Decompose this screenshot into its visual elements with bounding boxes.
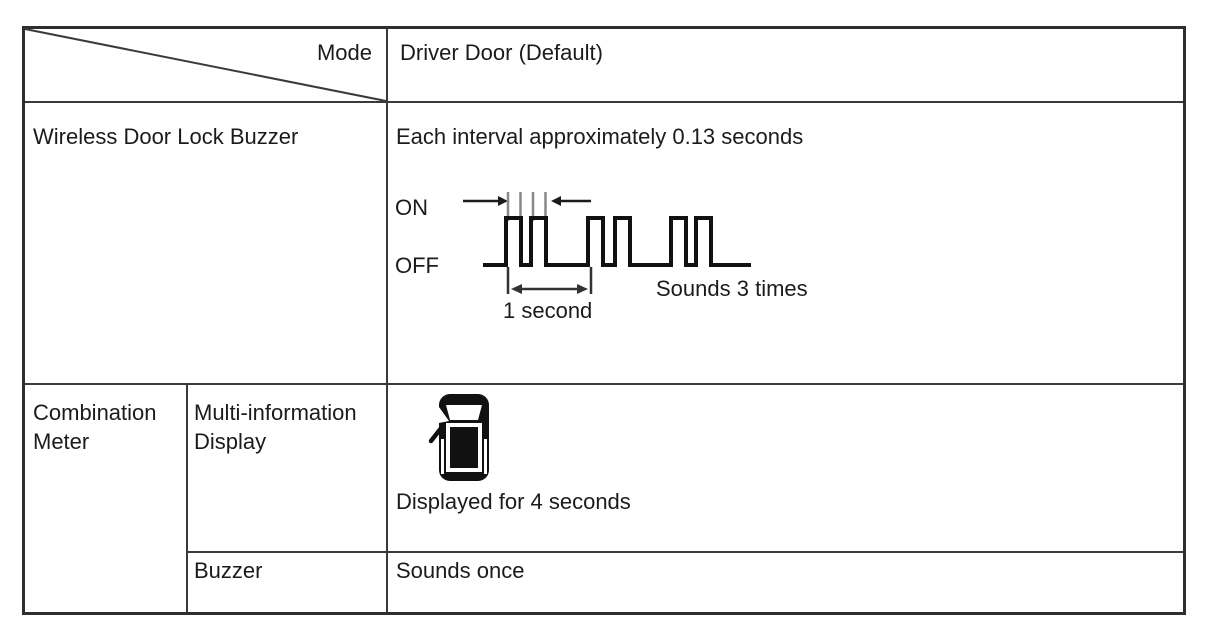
row-divider-2 xyxy=(186,551,1183,553)
waveform-on-label: ON xyxy=(395,195,428,220)
buzzer-waveform-diagram: ON OFF 1 second Sounds 3 times xyxy=(395,192,808,323)
diagonal-header-line xyxy=(24,28,387,102)
row-divider-1 xyxy=(25,383,1183,385)
header-corner-label: Mode xyxy=(316,40,372,65)
row3-sub-label: Buzzer xyxy=(194,558,263,583)
car-door-open-icon xyxy=(428,394,489,481)
pulse-train xyxy=(483,216,751,267)
interval-arrow-right xyxy=(551,196,591,206)
waveform-period-label: 1 second xyxy=(503,298,592,323)
column-divider-main xyxy=(386,29,388,612)
waveform-sounds-label: Sounds 3 times xyxy=(656,276,808,301)
row2-sub-label: Multi-information Display xyxy=(194,400,357,454)
row3-value: Sounds once xyxy=(396,558,525,583)
row1-label: Wireless Door Lock Buzzer xyxy=(33,124,299,149)
waveform-off-label: OFF xyxy=(395,253,439,278)
mode-settings-table: Mode Driver Door (Default) Wireless Door… xyxy=(22,26,1186,615)
interval-arrow-left xyxy=(463,196,508,206)
row1-description: Each interval approximately 0.13 seconds xyxy=(396,124,804,149)
one-second-dimension xyxy=(506,267,593,294)
row2-value: Displayed for 4 seconds xyxy=(396,489,631,514)
row2-label: Combination Meter xyxy=(33,400,157,454)
header-column-value: Driver Door (Default) xyxy=(400,40,603,65)
column-divider-sub xyxy=(186,383,188,612)
row-divider-header xyxy=(25,101,1183,103)
